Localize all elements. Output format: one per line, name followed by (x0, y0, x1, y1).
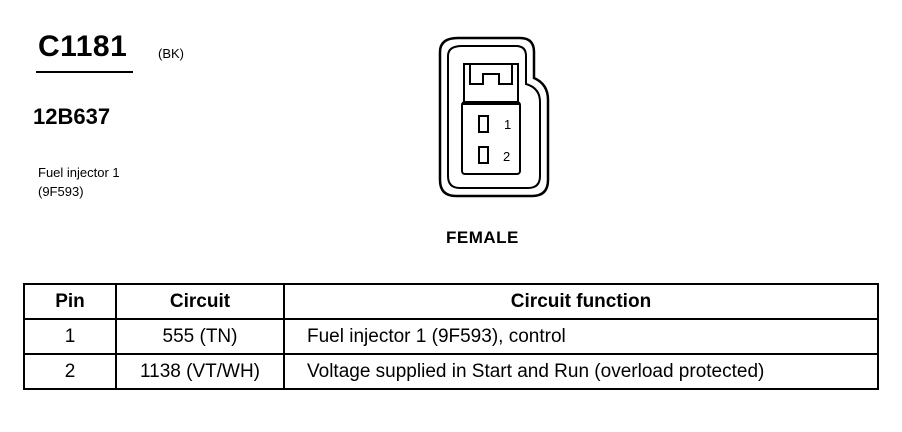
connector-color: (BK) (158, 46, 184, 61)
table-row: 1 555 (TN) Fuel injector 1 (9F593), cont… (23, 318, 879, 355)
header-pin: Pin (23, 283, 117, 320)
pin-label-2: 2 (503, 149, 510, 164)
cell-circuit-function: Voltage supplied in Start and Run (overl… (283, 353, 879, 390)
cell-pin: 1 (23, 318, 117, 355)
component-code: (9F593) (38, 184, 84, 199)
header-circuit-function: Circuit function (283, 283, 879, 320)
header-circuit: Circuit (115, 283, 285, 320)
connector-inner-housing (447, 45, 541, 189)
part-number: 12B637 (33, 104, 111, 129)
pin-table: Pin Circuit Circuit function 1 555 (TN) … (23, 283, 879, 390)
connector-face-diagram: 1 2 (438, 36, 550, 198)
connector-outer-housing (438, 36, 550, 198)
table-header-row: Pin Circuit Circuit function (23, 283, 879, 320)
connector-id: C1181 (38, 30, 128, 63)
cell-circuit: 555 (TN) (115, 318, 285, 355)
locking-tab-notch (469, 64, 513, 85)
locking-tab (463, 63, 519, 105)
terminal-face (461, 101, 521, 175)
cell-circuit: 1138 (VT/WH) (115, 353, 285, 390)
pin-label-1: 1 (504, 117, 511, 132)
table-row: 2 1138 (VT/WH) Voltage supplied in Start… (23, 353, 879, 390)
pin-cavity-1 (478, 115, 489, 133)
cell-pin: 2 (23, 353, 117, 390)
cell-circuit-function: Fuel injector 1 (9F593), control (283, 318, 879, 355)
connector-id-underline (36, 71, 133, 73)
pin-cavity-2 (478, 146, 489, 164)
component-name: Fuel injector 1 (38, 165, 120, 180)
gender-label: FEMALE (446, 228, 519, 247)
